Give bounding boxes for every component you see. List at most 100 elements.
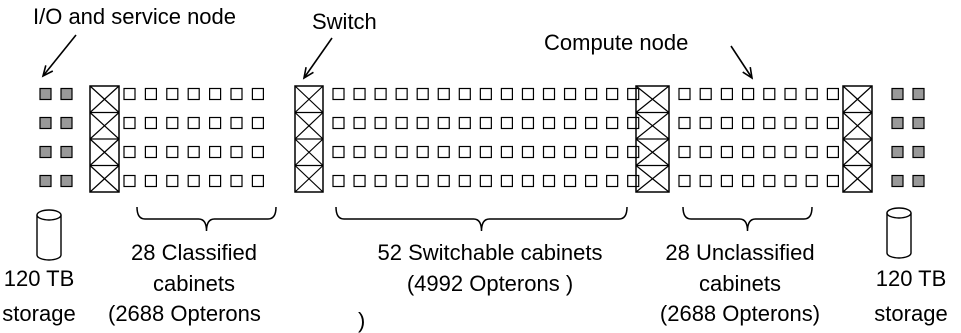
switchable-opterons: (4992 Opterons )	[406, 271, 574, 296]
compute-node	[584, 145, 598, 159]
compute-node	[826, 145, 840, 159]
compute-node	[166, 174, 179, 188]
compute-node	[374, 174, 387, 188]
compute-node	[187, 174, 200, 188]
io-node	[891, 145, 904, 159]
io-node	[912, 116, 925, 130]
compute-node	[741, 116, 755, 130]
compute-node	[332, 145, 345, 159]
arrow-icon	[730, 45, 754, 80]
compute-node	[627, 87, 640, 101]
compute-node	[542, 116, 556, 130]
compute-node	[763, 174, 776, 188]
compute-node	[805, 87, 818, 101]
compute-node	[353, 174, 366, 188]
io-node-label: I/O and service node	[33, 4, 237, 29]
compute-node	[584, 116, 598, 130]
compute-node	[521, 174, 535, 188]
switchable-count: 52 Switchable cabinets	[377, 240, 603, 265]
classified-count: 28 Classified	[131, 240, 257, 265]
compute-node	[763, 87, 776, 101]
compute-node	[805, 116, 818, 130]
compute-node	[437, 87, 450, 101]
compute-node	[720, 145, 734, 159]
compute-node	[209, 87, 222, 101]
compute-node	[437, 174, 450, 188]
arrow-icon	[302, 37, 333, 80]
compute-node	[563, 87, 577, 101]
switch-label: Switch	[312, 9, 377, 34]
io-node	[39, 145, 52, 159]
compute-node	[678, 174, 691, 188]
compute-node	[353, 116, 366, 130]
io-node	[912, 87, 925, 101]
compute-node	[230, 174, 243, 188]
compute-node	[720, 174, 734, 188]
brace-icon	[136, 206, 277, 232]
compute-node	[699, 116, 712, 130]
compute-node	[144, 145, 157, 159]
compute-node	[416, 174, 429, 188]
compute-node	[437, 145, 450, 159]
compute-node	[479, 87, 492, 101]
compute-node	[784, 145, 797, 159]
compute-node	[479, 174, 492, 188]
compute-node	[741, 87, 755, 101]
brace-icon	[335, 206, 628, 232]
compute-node	[458, 87, 471, 101]
compute-node	[123, 174, 136, 188]
compute-node	[416, 116, 429, 130]
io-node	[60, 116, 73, 130]
compute-node	[763, 116, 776, 130]
compute-node	[458, 116, 471, 130]
io-node	[39, 174, 52, 188]
compute-node	[606, 145, 619, 159]
compute-node	[784, 116, 797, 130]
io-node	[912, 174, 925, 188]
compute-node	[395, 87, 408, 101]
compute-node	[542, 87, 556, 101]
compute-node	[699, 145, 712, 159]
compute-node	[395, 116, 408, 130]
compute-node	[521, 87, 535, 101]
unclassified-cabinets: cabinets	[699, 271, 781, 296]
compute-node	[416, 87, 429, 101]
compute-node	[805, 145, 818, 159]
compute-node	[374, 145, 387, 159]
compute-node	[563, 145, 577, 159]
compute-node	[826, 116, 840, 130]
io-node	[891, 87, 904, 101]
compute-node	[209, 174, 222, 188]
compute-node	[500, 174, 513, 188]
compute-node	[699, 87, 712, 101]
compute-node	[606, 174, 619, 188]
pointer-arrows	[41, 34, 754, 80]
compute-node	[230, 116, 243, 130]
compute-node	[720, 87, 734, 101]
storage-icon	[36, 209, 62, 261]
storage-icons	[36, 207, 912, 261]
compute-node	[166, 145, 179, 159]
compute-node	[332, 87, 345, 101]
compute-node	[416, 145, 429, 159]
io-node	[912, 145, 925, 159]
compute-node	[500, 87, 513, 101]
io-node	[60, 145, 73, 159]
compute-node	[209, 116, 222, 130]
left-storage-label: storage	[2, 301, 76, 326]
io-node	[60, 87, 73, 101]
switch-icon	[294, 85, 324, 193]
compute-node	[209, 145, 222, 159]
compute-node	[542, 174, 556, 188]
left-storage-capacity: 120 TB	[3, 266, 75, 291]
compute-node	[144, 174, 157, 188]
io-node	[60, 174, 73, 188]
node-grid	[39, 87, 925, 188]
compute-node	[678, 87, 691, 101]
compute-node	[627, 145, 640, 159]
compute-node	[230, 145, 243, 159]
switch-columns	[89, 85, 873, 193]
compute-node	[784, 87, 797, 101]
compute-node	[563, 174, 577, 188]
